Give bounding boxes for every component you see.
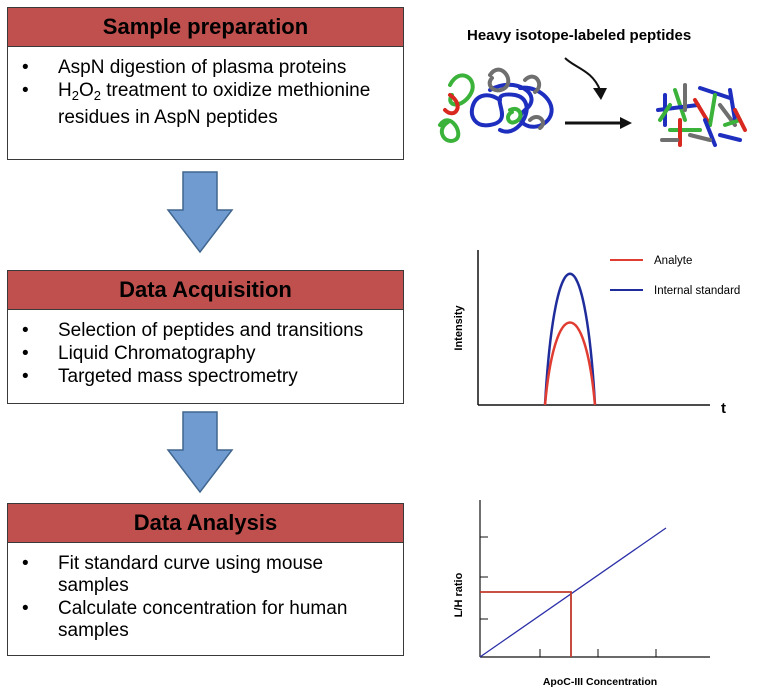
step-sample-preparation: Sample preparation • AspN digestion of p… [7, 7, 404, 160]
bullet-list: • Selection of peptides and transitions … [18, 320, 395, 388]
standard-curve-chart: L/H ratio ApoC-III Concentration [453, 500, 710, 688]
arrow-right-icon [620, 117, 632, 129]
arrowhead-icon [593, 88, 607, 100]
bullet-icon: • [22, 343, 29, 364]
item-text: AspN digestion of plasma proteins [58, 57, 347, 78]
bullet-icon: • [22, 598, 29, 619]
bullet-icon: • [22, 553, 29, 574]
x-axis-label: ApoC-III Concentration [543, 676, 657, 688]
legend-label-internal-standard: Internal standard [654, 285, 740, 297]
list-item: • Targeted mass spectrometry [18, 366, 395, 388]
curved-arrow-icon [564, 57, 601, 91]
isotope-panel-title: Heavy isotope-labeled peptides [467, 27, 692, 44]
y-axis-label: Intensity [453, 305, 465, 351]
y-axis-label: L/H ratio [453, 572, 465, 617]
readout-lines [480, 591, 572, 657]
x-axis-label: t [721, 400, 726, 417]
step-data-acquisition: Data Acquisition • Selection of peptides… [7, 270, 404, 404]
item-text: Liquid Chromatography [58, 343, 256, 364]
bullet-icon: • [22, 80, 29, 101]
down-arrow-icon [166, 171, 234, 254]
step-data-analysis: Data Analysis • Fit standard curve using… [7, 503, 404, 656]
list-item: • AspN digestion of plasma proteins [18, 57, 395, 79]
step-body: • Fit standard curve using mouse samples… [7, 543, 404, 656]
item-text: Fit standard curve using mouse samples [58, 553, 324, 596]
peptide-fragments-icon [656, 83, 747, 147]
item-text: Calculate concentration for human sample… [58, 598, 348, 641]
step-body: • AspN digestion of plasma proteins • H2… [7, 47, 404, 160]
down-arrow-icon [166, 411, 234, 494]
step-header: Data Acquisition [7, 270, 404, 310]
step-header: Sample preparation [7, 7, 404, 47]
step-header: Data Analysis [7, 503, 404, 543]
list-item: • Liquid Chromatography [18, 343, 395, 365]
item-text: H2O2 treatment to oxidize methionine res… [58, 80, 371, 128]
list-item: • Fit standard curve using mouse samples [18, 553, 395, 597]
bullet-icon: • [22, 366, 29, 387]
list-item: • H2O2 treatment to oxidize methionine r… [18, 80, 395, 129]
item-text: Targeted mass spectrometry [58, 366, 298, 387]
list-item: • Selection of peptides and transitions [18, 320, 395, 342]
bullet-list: • Fit standard curve using mouse samples… [18, 553, 395, 642]
analyte-peak [543, 321, 597, 406]
bullet-list: • AspN digestion of plasma proteins • H2… [18, 57, 395, 129]
bullet-icon: • [22, 57, 29, 78]
item-text: Selection of peptides and transitions [58, 320, 364, 341]
internal-standard-peak [543, 272, 597, 406]
protein-tangle-icon [438, 67, 554, 143]
legend-label-analyte: Analyte [654, 255, 692, 267]
peptide-illustration [438, 57, 747, 147]
standard-curve-line [479, 527, 667, 658]
step-body: • Selection of peptides and transitions … [7, 310, 404, 404]
chromatogram-chart: Intensity t Analyte Internal standard [453, 250, 740, 417]
list-item: • Calculate concentration for human samp… [18, 598, 395, 642]
bullet-icon: • [22, 320, 29, 341]
